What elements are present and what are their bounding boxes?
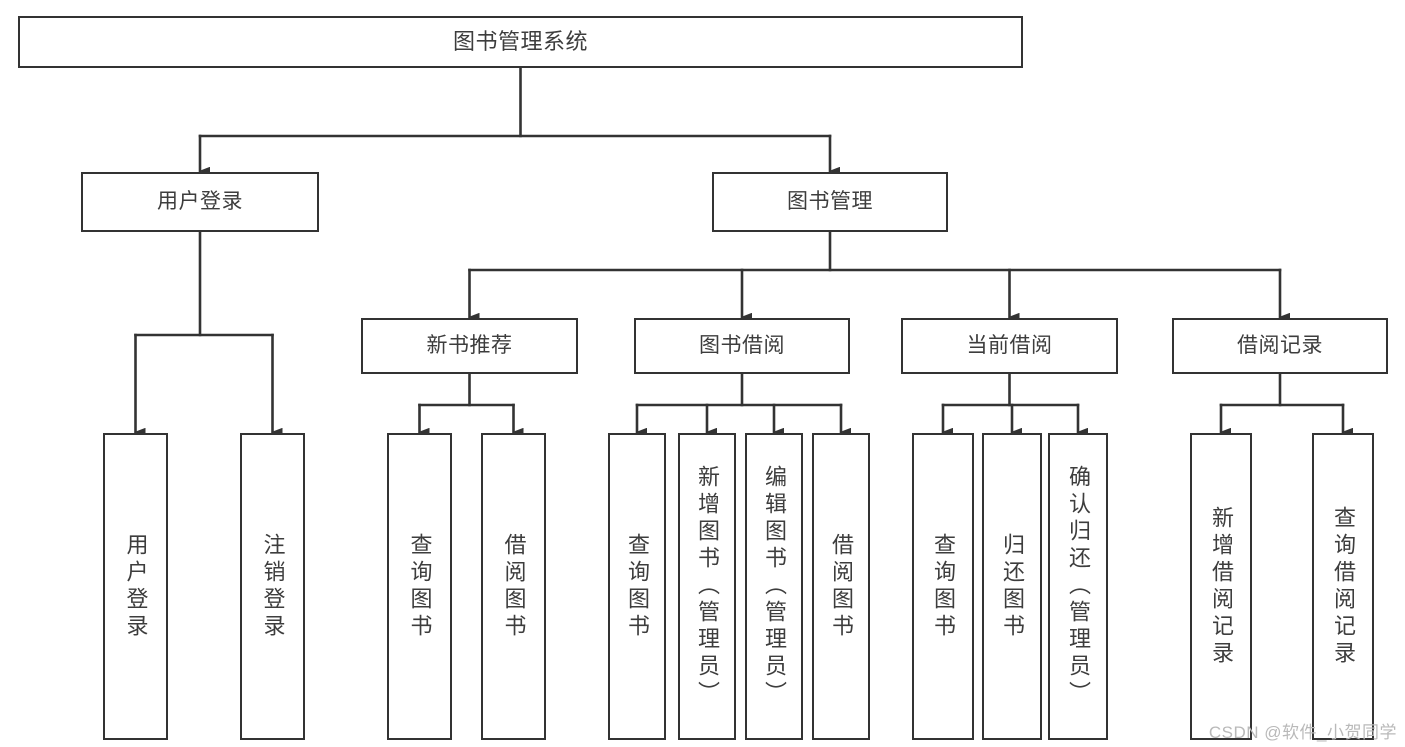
node-leaf-return-book[interactable]: 归还图书 (982, 433, 1042, 740)
node-book-borrow[interactable]: 图书借阅 (634, 318, 850, 374)
node-label-leaf-query-book-1: 查询图书 (407, 532, 433, 641)
node-label-leaf-edit-book: 编辑图书（管理员） (762, 465, 787, 708)
node-label-leaf-add-book: 新增图书（管理员） (695, 465, 720, 708)
node-leaf-add-book[interactable]: 新增图书（管理员） (678, 433, 736, 740)
node-label-book-borrow: 图书借阅 (699, 333, 785, 357)
watermark-label: CSDN @软件_小贺同学 (1208, 723, 1397, 742)
node-label-new-book-rec: 新书推荐 (426, 333, 513, 357)
node-label-leaf-user-login: 用户登录 (123, 532, 149, 641)
node-current-borrow[interactable]: 当前借阅 (901, 318, 1118, 374)
node-label-leaf-query-record: 查询借阅记录 (1331, 505, 1356, 668)
node-new-book-rec[interactable]: 新书推荐 (361, 318, 578, 374)
node-label-leaf-borrow-book-2: 借阅图书 (829, 532, 854, 641)
node-book-manage[interactable]: 图书管理 (712, 172, 948, 232)
node-label-root: 图书管理系统 (452, 29, 588, 55)
node-label-leaf-logout: 注销登录 (260, 532, 286, 641)
node-label-user-login: 用户登录 (157, 189, 243, 213)
node-label-leaf-add-record: 新增借阅记录 (1209, 505, 1234, 668)
node-leaf-query-book-1[interactable]: 查询图书 (387, 433, 452, 740)
node-label-borrow-record: 借阅记录 (1237, 333, 1323, 357)
node-leaf-query-book-3[interactable]: 查询图书 (912, 433, 974, 740)
node-borrow-record[interactable]: 借阅记录 (1172, 318, 1388, 374)
node-leaf-query-book-2[interactable]: 查询图书 (608, 433, 666, 740)
node-user-login[interactable]: 用户登录 (81, 172, 319, 232)
node-leaf-borrow-book-1[interactable]: 借阅图书 (481, 433, 546, 740)
node-leaf-edit-book[interactable]: 编辑图书（管理员） (745, 433, 803, 740)
tree-edges (134, 66, 1353, 437)
node-leaf-logout[interactable]: 注销登录 (240, 433, 305, 740)
node-leaf-borrow-book-2[interactable]: 借阅图书 (812, 433, 870, 740)
node-label-leaf-return-book: 归还图书 (1000, 532, 1025, 641)
node-label-book-manage: 图书管理 (787, 189, 873, 213)
node-leaf-user-login[interactable]: 用户登录 (103, 433, 168, 740)
node-leaf-confirm-return[interactable]: 确认归还（管理员） (1048, 433, 1108, 740)
node-label-leaf-query-book-3: 查询图书 (931, 532, 956, 641)
node-root[interactable]: 图书管理系统 (18, 16, 1023, 68)
node-leaf-query-record[interactable]: 查询借阅记录 (1312, 433, 1374, 740)
node-label-leaf-query-book-2: 查询图书 (625, 532, 650, 641)
node-label-current-borrow: 当前借阅 (966, 333, 1053, 357)
node-label-leaf-borrow-book-1: 借阅图书 (501, 532, 527, 641)
node-leaf-add-record[interactable]: 新增借阅记录 (1190, 433, 1252, 740)
node-label-leaf-confirm-return: 确认归还（管理员） (1066, 465, 1091, 708)
